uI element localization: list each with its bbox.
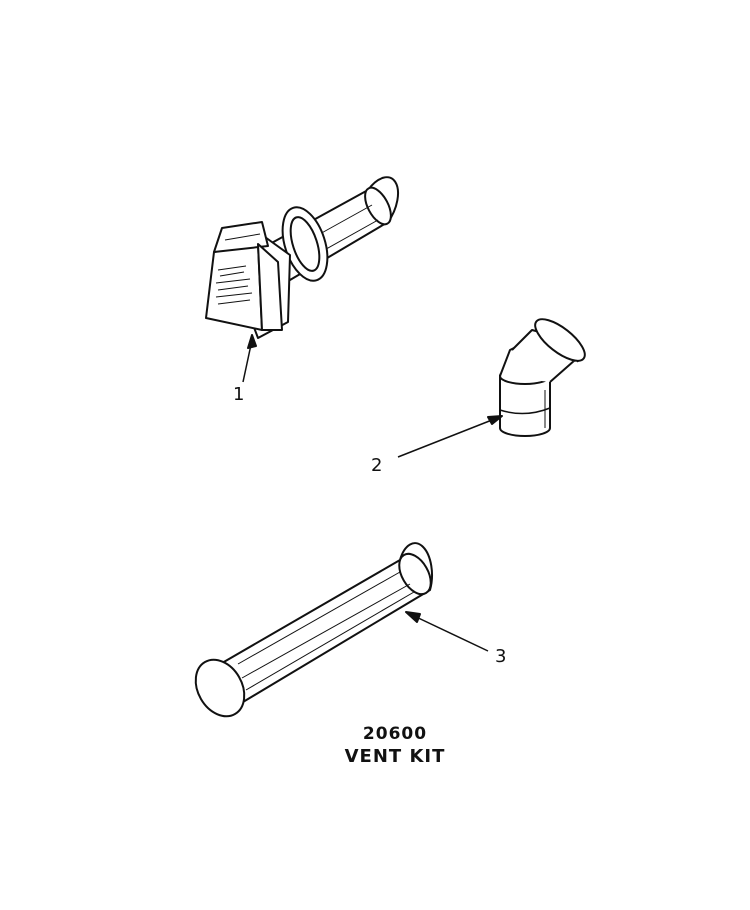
leader-line-1 — [242, 334, 257, 383]
kit-number: 20600 — [362, 724, 428, 744]
hood-icon — [205, 176, 400, 339]
leader-line-2 — [397, 415, 503, 458]
elbow-icon — [499, 318, 586, 437]
callout-2: 2 — [371, 455, 383, 476]
callout-3: 3 — [495, 646, 507, 667]
kit-name: VENT KIT — [344, 746, 446, 767]
callout-1: 1 — [233, 384, 245, 405]
leader-line-3 — [405, 611, 489, 652]
duct-pipe-icon — [194, 542, 433, 718]
